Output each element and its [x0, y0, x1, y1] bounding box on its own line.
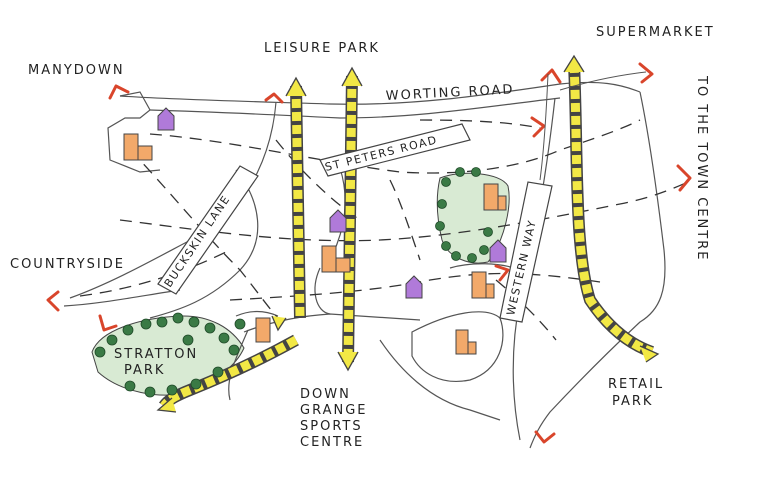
- label-to-the-town-centre: TO THE TOWN CENTRE: [694, 75, 709, 261]
- st-peters-road-banner: [319, 123, 471, 177]
- western-way-banner: [499, 181, 553, 323]
- church-icon: [157, 107, 507, 299]
- tree-icon: [94, 167, 493, 398]
- label-supermarket: SUPERMARKET: [596, 25, 715, 40]
- label-worting-road: WORTING ROAD: [385, 82, 514, 104]
- label-stratton-park-2: PARK: [124, 363, 165, 378]
- label-down-grange-2: GRANGE: [300, 403, 368, 418]
- label-stratton-park: STRATTON: [114, 347, 198, 362]
- label-st-peters-road: ST PETERS ROAD: [324, 133, 439, 174]
- label-down-grange-1: DOWN: [300, 387, 351, 402]
- label-retail-park-1: RETAIL: [608, 377, 664, 392]
- label-manydown: MANYDOWN: [28, 63, 125, 78]
- building-icon: [123, 133, 507, 355]
- label-countryside: COUNTRYSIDE: [10, 257, 125, 272]
- label-down-grange-4: CENTRE: [300, 435, 364, 450]
- label-buckskin-lane: BUCKSKIN LANE: [162, 193, 233, 290]
- label-down-grange-3: SPORTS: [300, 419, 363, 434]
- label-retail-park-2: PARK: [612, 394, 653, 409]
- arrow-stems: [539, 71, 647, 181]
- red-arrow-icon: [46, 62, 692, 444]
- buckskin-lane-banner: [157, 165, 259, 295]
- label-leisure-park: LEISURE PARK: [264, 41, 380, 56]
